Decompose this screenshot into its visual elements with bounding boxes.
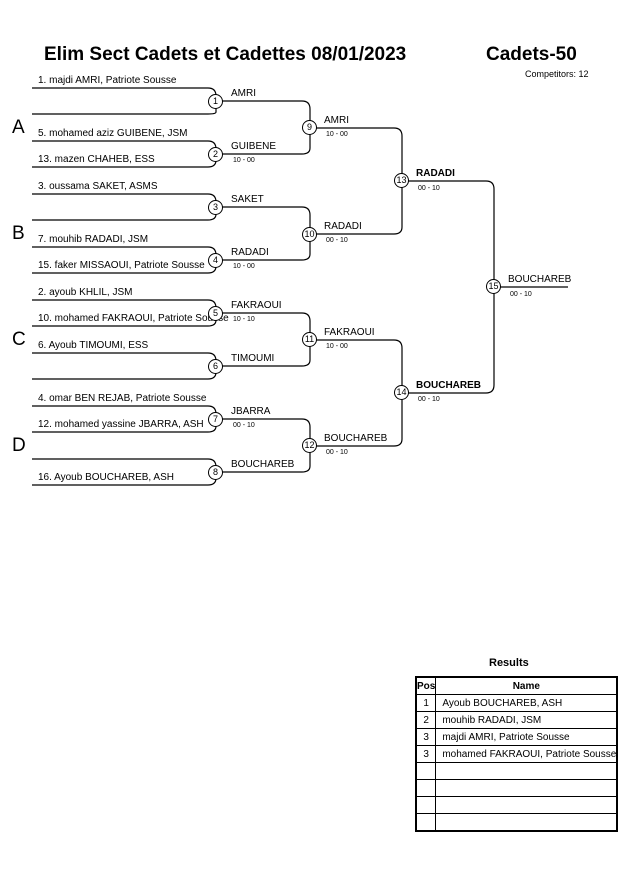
result-name: mouhib RADADI, JSM [435, 711, 618, 729]
result-pos: 1 [415, 694, 437, 712]
match-score: 10 - 00 [326, 343, 348, 350]
competitor-entry: 6. Ayoub TIMOUMI, ESS [38, 340, 149, 351]
match-winner: JBARRA [231, 406, 271, 417]
competitor-entry: 5. mohamed aziz GUIBENE, JSM [38, 128, 188, 139]
competitor-entry: 3. oussama SAKET, ASMS [38, 181, 158, 192]
result-name: majdi AMRI, Patriote Sousse [435, 728, 618, 746]
match-score: 10 - 00 [233, 157, 255, 164]
match-score: 10 - 00 [326, 131, 348, 138]
match-winner: AMRI [324, 115, 349, 126]
match-number: 1 [208, 94, 223, 109]
match-number: 6 [208, 359, 223, 374]
match-winner: BOUCHAREB [231, 459, 295, 470]
competitor-entry: 15. faker MISSAOUI, Patriote Sousse [38, 260, 205, 271]
match-number: 12 [302, 438, 317, 453]
results-row [415, 762, 618, 780]
match-number: 10 [302, 227, 317, 242]
match-winner: RADADI [324, 221, 362, 232]
match-winner: BOUCHAREB [324, 433, 388, 444]
competitor-entry: 2. ayoub KHLIL, JSM [38, 287, 133, 298]
match-score: 10 - 10 [233, 316, 255, 323]
match-number: 11 [302, 332, 317, 347]
match-number: 13 [394, 173, 409, 188]
result-name [435, 796, 618, 814]
name-column-header: Name [435, 676, 618, 695]
result-name [435, 779, 618, 797]
match-number: 14 [394, 385, 409, 400]
match-winner: FAKRAOUI [324, 327, 375, 338]
pool-label-c: C [12, 329, 26, 350]
match-winner: SAKET [231, 194, 264, 205]
result-pos [415, 813, 437, 832]
competitor-entry: 7. mouhib RADADI, JSM [38, 234, 149, 245]
match-score: 00 - 10 [233, 422, 255, 429]
result-pos [415, 779, 437, 797]
match-score: 00 - 10 [418, 185, 440, 192]
match-number: 7 [208, 412, 223, 427]
match-winner: AMRI [231, 88, 256, 99]
pos-column-header: Pos [415, 676, 437, 695]
match-winner: RADADI [416, 168, 455, 179]
match-number: 3 [208, 200, 223, 215]
match-number: 9 [302, 120, 317, 135]
result-pos [415, 762, 437, 780]
results-title: Results [489, 657, 529, 669]
match-winner: GUIBENE [231, 141, 277, 152]
competitor-entry: 1. majdi AMRI, Patriote Sousse [38, 75, 177, 86]
result-pos: 3 [415, 745, 437, 763]
match-score: 10 - 00 [233, 263, 255, 270]
pool-label-d: D [12, 435, 26, 456]
result-name: mohamed FAKRAOUI, Patriote Sousse [435, 745, 618, 763]
match-number: 4 [208, 253, 223, 268]
result-name [435, 813, 618, 832]
results-row [415, 813, 618, 832]
match-score: 00 - 10 [326, 237, 348, 244]
final-winner: BOUCHAREB [508, 274, 572, 285]
match-winner: RADADI [231, 247, 269, 258]
match-score: 00 - 10 [326, 449, 348, 456]
competitor-entry: 12. mohamed yassine JBARRA, ASH [38, 419, 204, 430]
competitor-count: Competitors: 12 [525, 69, 589, 79]
competitor-entry: 13. mazen CHAHEB, ESS [38, 154, 155, 165]
match-number: 2 [208, 147, 223, 162]
competitor-entry: 10. mohamed FAKRAOUI, Patriote Sousse [38, 313, 229, 324]
result-pos [415, 796, 437, 814]
results-row [415, 796, 618, 814]
pool-label-a: A [12, 117, 25, 138]
category-title: Cadets-50 [486, 44, 577, 65]
results-row [415, 779, 618, 797]
match-score: 00 - 10 [510, 291, 532, 298]
match-number: 15 [486, 279, 501, 294]
result-name: Ayoub BOUCHAREB, ASH [435, 694, 618, 712]
result-name [435, 762, 618, 780]
result-pos: 3 [415, 728, 437, 746]
match-number: 8 [208, 465, 223, 480]
match-score: 00 - 10 [418, 396, 440, 403]
match-winner: TIMOUMI [231, 353, 275, 364]
result-pos: 2 [415, 711, 437, 729]
match-number: 5 [208, 306, 223, 321]
page-title: Elim Sect Cadets et Cadettes 08/01/2023 [44, 44, 407, 65]
results-header-row: Pos Name [415, 676, 618, 695]
competitor-entry: 4. omar BEN REJAB, Patriote Sousse [38, 393, 207, 404]
pool-label-b: B [12, 223, 25, 244]
match-winner: BOUCHAREB [416, 380, 481, 391]
competitor-entry: 16. Ayoub BOUCHAREB, ASH [38, 472, 174, 483]
match-winner: FAKRAOUI [231, 300, 282, 311]
